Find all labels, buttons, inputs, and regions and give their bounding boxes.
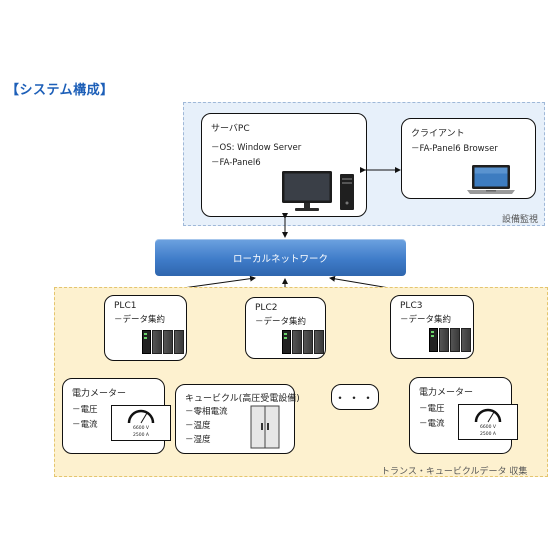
client-line-browser: －FA-Panel6 Browser [411,144,498,154]
plc1-title: PLC1 [114,301,137,311]
power-meter-1-current-readout: 2500 A [133,433,149,438]
plc2-hardware-icon [282,330,324,354]
power-meter-2-current-readout: 2500 A [480,432,496,437]
server-pc-line-panel: －FA-Panel6 [211,158,261,168]
plc1-box: PLC1 －データ集約 [104,295,187,361]
plc3-title: PLC3 [400,301,423,311]
server-pc-title: サーバPC [211,124,250,134]
plc3-box: PLC3 －データ集約 [390,295,474,359]
collection-zone-label: トランス・キュービクルデータ 収集 [381,467,528,477]
client-title: クライアント [411,129,465,139]
laptop-icon [467,165,515,194]
power-meter-1-gauge-icon: 6600 V 2500 A [111,405,171,441]
power-meter-2-voltage-readout: 6600 V [480,425,496,430]
cubicle-title: キュービクル(高圧受電設備) [185,394,300,404]
power-meter-2-line-current: －電流 [419,419,445,429]
power-meter-2-title: 電力メーター [419,388,474,398]
power-meter-2-box: 電力メーター －電圧 －電流 6600 V 2500 A [409,377,518,454]
power-meter-1-voltage-readout: 6600 V [133,426,149,431]
power-meter-1-line-voltage: －電圧 [72,405,98,415]
plc2-title: PLC2 [255,303,278,313]
local-network-bar: ローカルネットワーク [155,239,406,276]
cubicle-line-zero-phase: －零相電流 [185,407,228,417]
cubicle-cabinet-icon [250,405,280,449]
plc1-hardware-icon [142,330,184,354]
page-title: 【システム構成】 [6,83,114,98]
server-pc-line-os: －OS: Window Server [211,143,302,153]
monitoring-zone-label: 設備監視 [502,215,539,225]
power-meter-1-title: 電力メーター [72,389,127,399]
plc3-line: －データ集約 [400,315,452,325]
client-box: クライアント －FA-Panel6 Browser [401,118,536,199]
power-meter-2-gauge-icon: 6600 V 2500 A [458,404,518,440]
plc1-line: －データ集約 [114,315,166,325]
plc2-line: －データ集約 [255,317,307,327]
plc3-hardware-icon [429,328,471,352]
plc2-box: PLC2 －データ集約 [245,297,326,359]
power-meter-2-line-voltage: －電圧 [419,404,445,414]
desktop-pc-icon [282,171,354,211]
cubicle-line-temperature: －温度 [185,421,211,431]
local-network-label: ローカルネットワーク [232,253,328,265]
power-meter-1-line-current: －電流 [72,420,98,430]
power-meter-1-box: 電力メーター －電圧 －電流 6600 V 2500 A [62,378,171,454]
cubicle-line-humidity: －湿度 [185,435,211,445]
cubicle-box: キュービクル(高圧受電設備) －零相電流 －温度 －湿度 [175,384,300,454]
more-devices-ellipsis: ・・・ [331,384,379,410]
